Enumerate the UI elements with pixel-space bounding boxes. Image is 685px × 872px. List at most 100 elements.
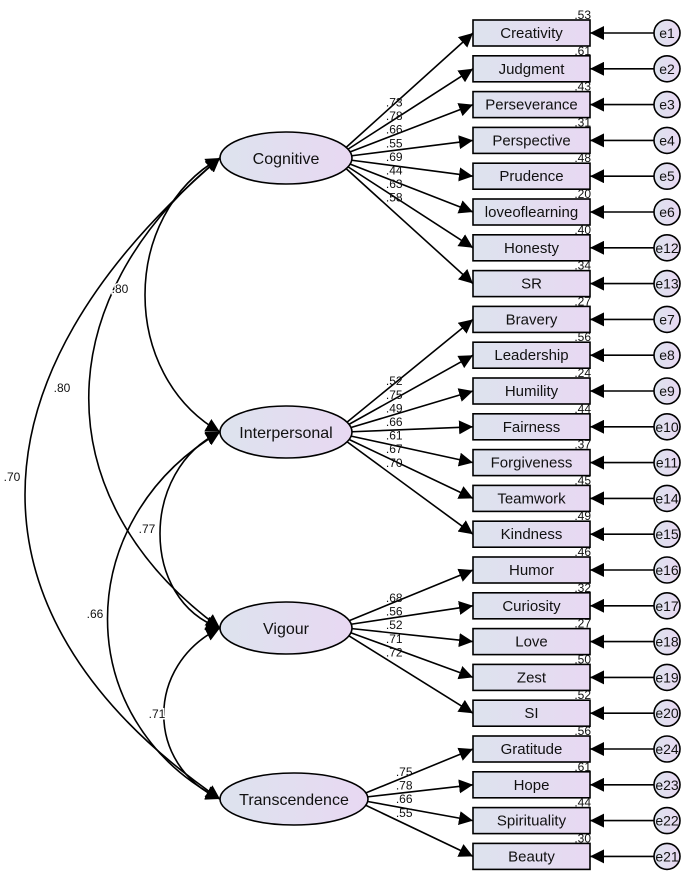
error-label-e20: e20 — [655, 705, 679, 721]
loading-arrow-creativity — [345, 32, 474, 149]
loading-arrow-beauty — [361, 802, 474, 858]
indicator-label-loveoflearning: loveoflearning — [485, 204, 578, 221]
r2-value-prudence: .48 — [574, 151, 591, 165]
r2-value-beauty: .30 — [574, 831, 591, 845]
r2-value-hope: .61 — [574, 760, 591, 774]
error-label-e2: e2 — [659, 61, 675, 77]
error-circle-e17 — [653, 591, 681, 620]
error-label-e15: e15 — [655, 526, 679, 542]
loading-paths-layer — [345, 26, 654, 864]
error-circle-e8 — [653, 341, 681, 370]
correlation-value-interpersonal-vigour: .77 — [139, 522, 156, 536]
indicator-box-hope — [472, 770, 591, 799]
indicator-box-beauty — [472, 842, 591, 871]
loading-value-sr: .58 — [386, 191, 403, 205]
loading-value-si: .72 — [386, 645, 403, 659]
indicator-label-beauty: Beauty — [508, 848, 555, 865]
loading-value-bravery: .52 — [386, 374, 403, 388]
error-circle-e4 — [653, 126, 681, 155]
error-circle-e6 — [653, 198, 681, 226]
correlation-value-cognitive-transcendence: .70 — [4, 470, 21, 484]
error-circle-e22 — [653, 806, 681, 835]
indicator-label-bravery: Bravery — [506, 311, 558, 328]
indicator-box-si — [472, 699, 591, 728]
loading-value-hope: .78 — [396, 779, 413, 793]
r2-value-humility: .24 — [574, 366, 591, 380]
indicator-label-hope: Hope — [514, 777, 550, 794]
error-label-e23: e23 — [655, 777, 679, 793]
r2-value-zest: .50 — [574, 652, 591, 666]
error-label-e9: e9 — [659, 383, 675, 399]
error-circle-e2 — [653, 55, 681, 83]
error-circle-e1 — [653, 19, 681, 47]
r2-value-honesty: .40 — [574, 223, 591, 237]
loading-arrow-humor — [345, 568, 474, 623]
indicator-box-curiosity — [472, 591, 591, 620]
indicator-box-bravery — [472, 305, 591, 334]
correlation-value-interpersonal-transcendence: .66 — [87, 607, 104, 621]
indicator-label-judgment: Judgment — [499, 61, 566, 78]
r2-value-fairness: .44 — [574, 402, 591, 416]
r2-value-forgiveness: .37 — [574, 438, 591, 452]
r2-value-sr: .34 — [574, 259, 591, 273]
loading-arrow-gratitude — [361, 747, 474, 796]
indicator-box-honesty — [472, 234, 591, 262]
error-label-e8: e8 — [659, 347, 675, 363]
indicator-box-creativity — [472, 19, 591, 47]
correlation-arc-cognitive-transcendence — [24, 157, 221, 800]
loading-value-honesty: .63 — [386, 177, 403, 191]
loading-arrow-sr — [345, 167, 474, 285]
error-circle-e20 — [653, 699, 681, 728]
factor-label-transcendence: Transcendence — [239, 792, 349, 809]
indicator-box-fairness — [472, 412, 591, 441]
loading-arrow-kindness — [345, 440, 474, 535]
error-circle-e3 — [653, 90, 681, 119]
indicator-box-love — [472, 627, 591, 656]
indicator-label-gratitude: Gratitude — [501, 741, 563, 758]
loading-value-spirituality: .66 — [396, 792, 413, 806]
loading-value-humor: .68 — [386, 591, 403, 605]
correlation-arc-cognitive-vigour — [87, 157, 221, 629]
error-circle-e14 — [653, 484, 681, 513]
error-label-e11: e11 — [656, 455, 679, 471]
correlation-value-cognitive-vigour: .80 — [54, 381, 71, 395]
indicator-box-perspective — [472, 126, 591, 155]
loading-value-perseverance: .66 — [386, 123, 403, 137]
factor-ellipse-interpersonal — [219, 405, 353, 459]
loading-value-forgiveness: .61 — [386, 429, 403, 443]
indicator-label-zest: Zest — [517, 669, 547, 686]
error-circle-e21 — [653, 842, 681, 871]
error-label-e17: e17 — [655, 598, 679, 614]
indicator-label-honesty: Honesty — [504, 240, 560, 257]
correlation-arc-interpersonal-transcendence — [106, 431, 221, 800]
error-circle-e15 — [653, 520, 681, 549]
error-label-e21: e21 — [655, 848, 679, 864]
loading-value-love: .52 — [386, 618, 403, 632]
error-circle-e19 — [653, 663, 681, 692]
indicator-box-kindness — [472, 520, 591, 549]
error-label-e16: e16 — [655, 562, 679, 578]
error-circle-e16 — [653, 556, 681, 584]
error-label-e18: e18 — [655, 634, 679, 650]
loading-arrow-forgiveness — [345, 434, 474, 467]
r2-value-teamwork: .45 — [574, 473, 591, 487]
factor-label-vigour: Vigour — [263, 621, 310, 638]
r2-value-gratitude: .56 — [574, 724, 591, 738]
indicator-label-perspective: Perspective — [492, 132, 570, 149]
indicator-label-teamwork: Teamwork — [497, 490, 566, 507]
error-label-e3: e3 — [659, 97, 675, 113]
error-circle-e13 — [653, 269, 681, 298]
loading-arrow-zest — [345, 630, 474, 680]
loading-arrow-loveoflearning — [345, 161, 474, 214]
r2-value-creativity: .53 — [574, 8, 591, 22]
r2-value-perseverance: .43 — [574, 80, 591, 94]
indicator-box-gratitude — [472, 735, 591, 763]
error-label-e24: e24 — [655, 741, 679, 757]
indicator-label-humility: Humility — [505, 383, 559, 400]
shapes-layer — [219, 19, 681, 871]
error-label-e14: e14 — [655, 490, 679, 506]
loading-value-perspective: .55 — [386, 136, 403, 150]
loading-value-zest: .71 — [386, 632, 403, 646]
indicator-label-sr: SR — [521, 276, 542, 293]
